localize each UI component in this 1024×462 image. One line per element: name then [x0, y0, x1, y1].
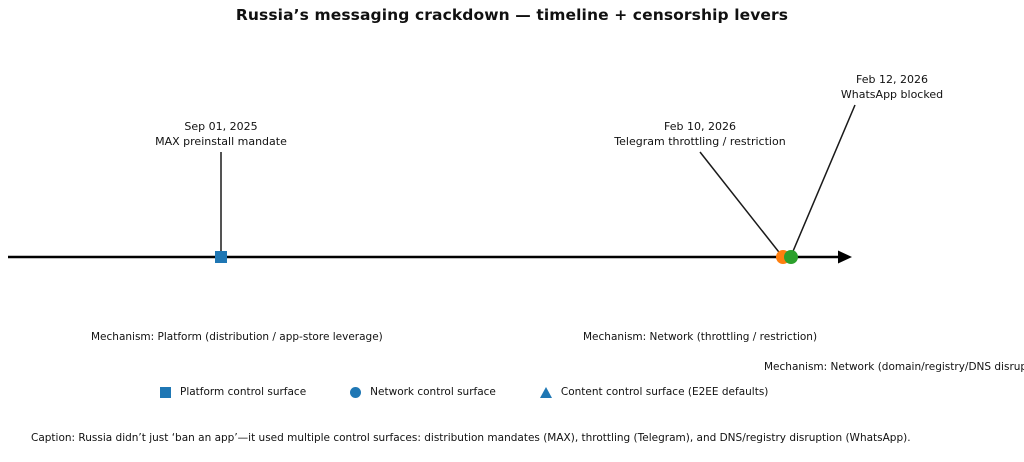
legend-label-content: Content control surface (E2EE defaults) — [560, 386, 769, 398]
leader-line-event-2 — [699, 151, 783, 257]
legend-item-content[interactable]: Content control surface (E2EE defaults) — [539, 386, 769, 398]
leader-line-event-3 — [790, 104, 856, 257]
annotation-event-2-date: Feb 10, 2026 — [664, 120, 736, 133]
mechanism-note-platform: Mechanism: Platform (distribution / app-… — [91, 331, 383, 343]
annotation-event-1-label: MAX preinstall mandate — [155, 134, 287, 148]
legend-label-platform: Platform control surface — [180, 386, 307, 398]
timeline-axis-arrowhead — [838, 250, 852, 264]
legend: Platform control surface Network control… — [160, 386, 768, 398]
mechanism-note-network-throttling: Mechanism: Network (throttling / restric… — [583, 331, 818, 343]
page-title: Russia’s messaging crackdown — timeline … — [235, 6, 789, 24]
annotation-event-1-date: Sep 01, 2025 — [184, 120, 258, 133]
marker-event-1-platform-square[interactable] — [215, 251, 227, 263]
legend-label-network: Network control surface — [370, 386, 496, 398]
legend-square-icon — [160, 386, 171, 398]
annotation-event-3-label: WhatsApp blocked — [840, 87, 944, 101]
mechanism-note-network-dns: Mechanism: Network (domain/registry/DNS … — [764, 361, 1024, 373]
legend-circle-icon — [350, 386, 362, 398]
annotation-event-2-label: Telegram throttling / restriction — [614, 134, 786, 148]
annotation-event-3-date: Feb 12, 2026 — [856, 73, 928, 86]
annotation-event-3: Feb 12, 2026 WhatsApp blocked — [805, 73, 979, 102]
figure-caption: Caption: Russia didn’t just ‘ban an app’… — [31, 432, 911, 444]
legend-item-network[interactable]: Network control surface — [350, 386, 496, 398]
legend-triangle-icon — [539, 386, 552, 398]
legend-item-platform[interactable]: Platform control surface — [160, 386, 306, 398]
annotation-event-1: Sep 01, 2025 MAX preinstall mandate — [121, 120, 321, 149]
annotation-event-2: Feb 10, 2026 Telegram throttling / restr… — [565, 120, 835, 149]
marker-event-3-dns-circle[interactable] — [784, 250, 798, 264]
